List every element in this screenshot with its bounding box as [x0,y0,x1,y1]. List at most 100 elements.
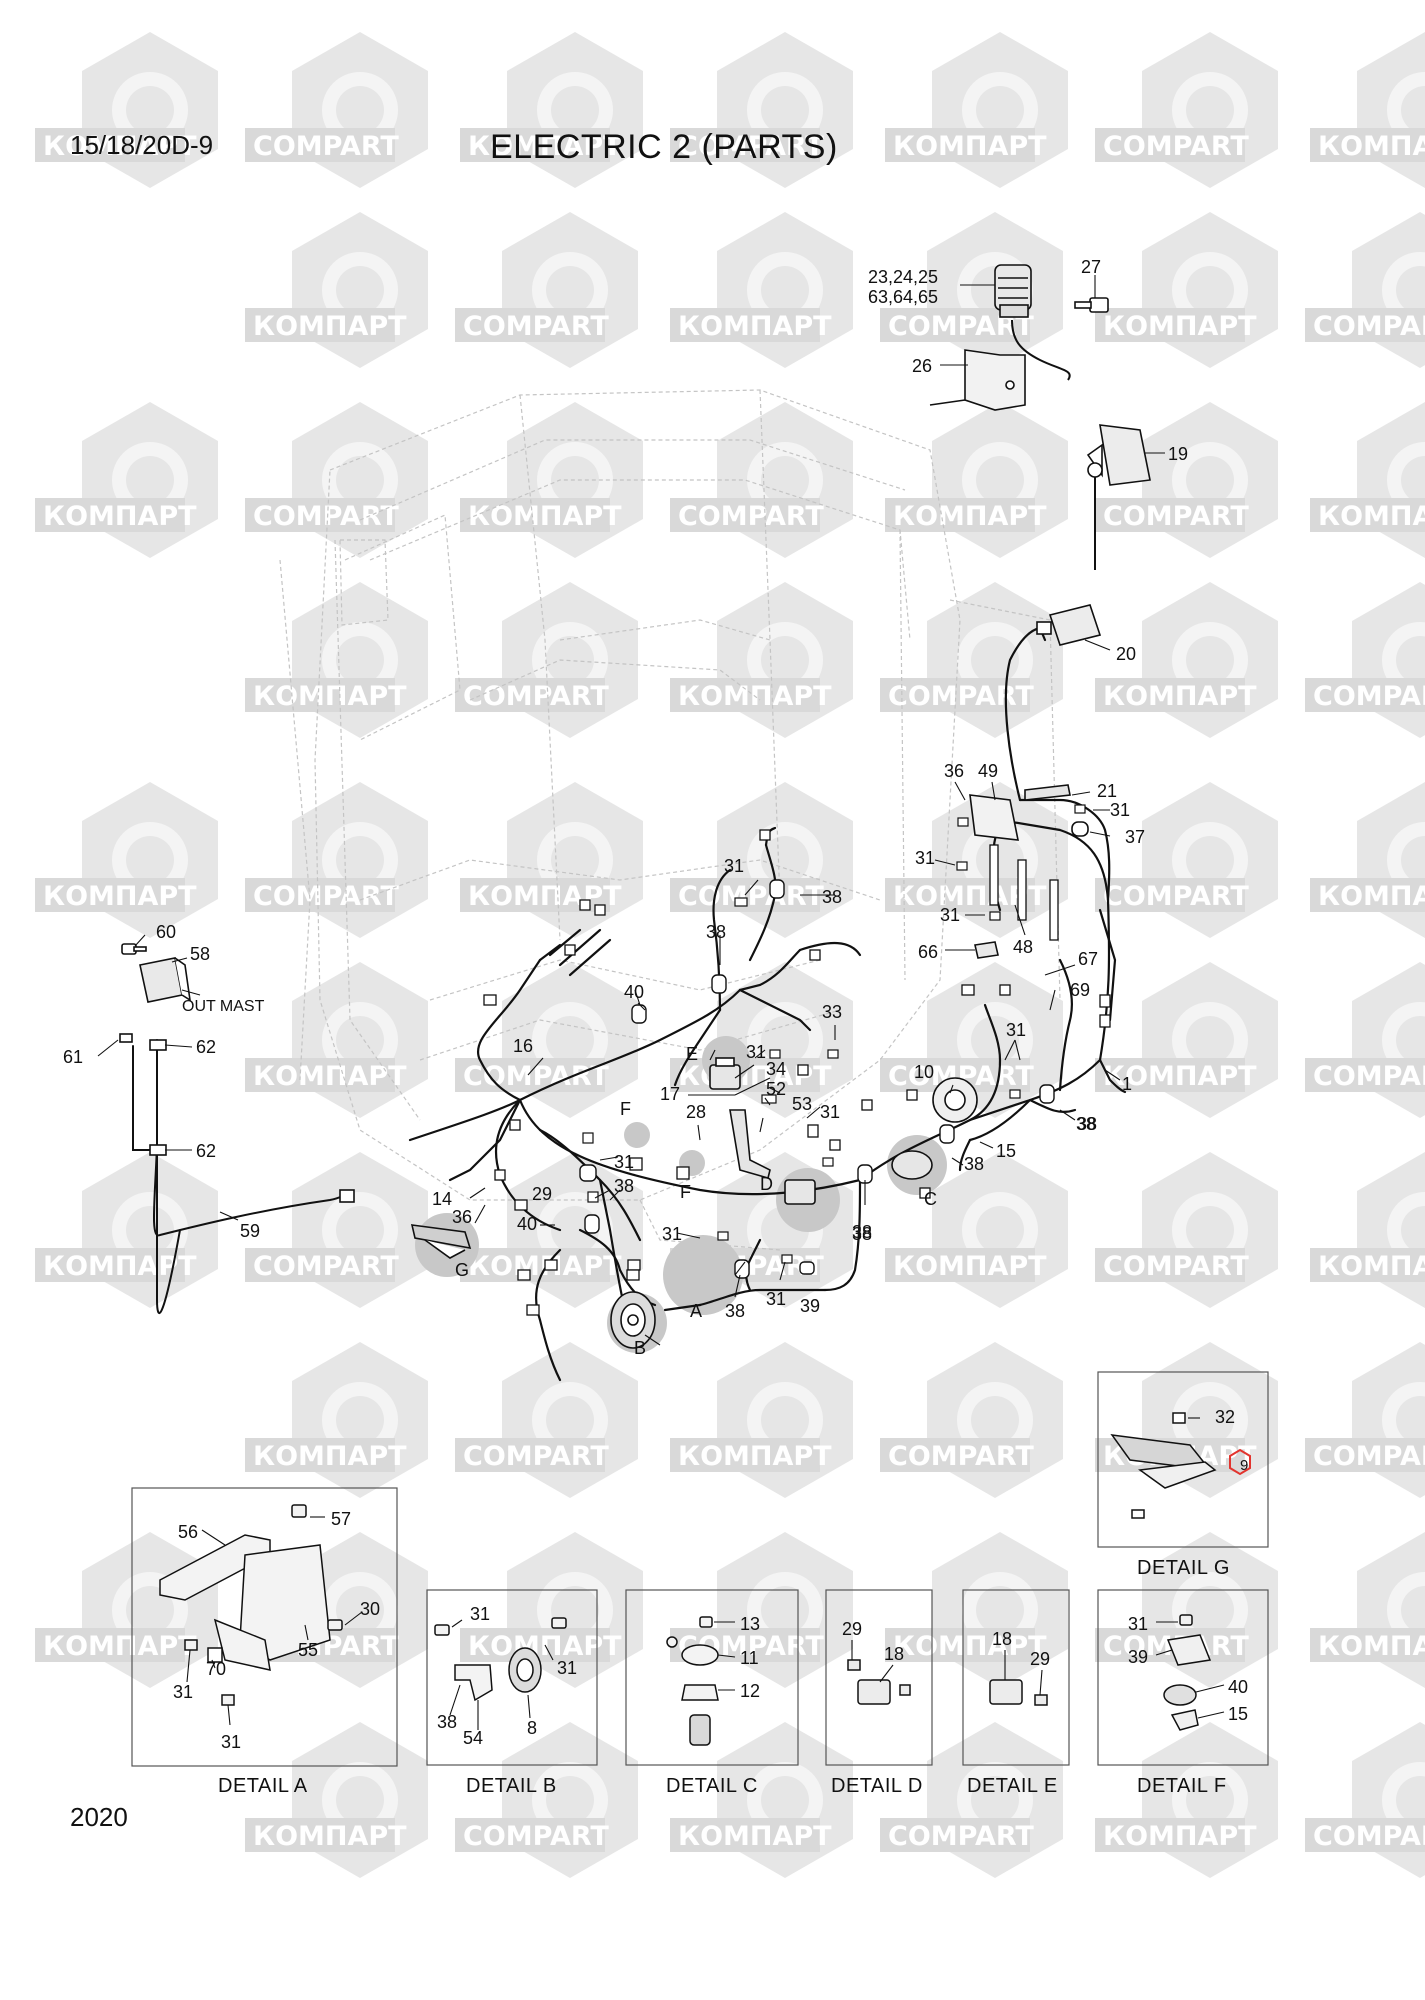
watermark-text: COMPART [678,501,824,532]
bracket-49 [969,784,1071,841]
callout: 31 [766,1289,786,1309]
watermark-text: COMPART [1313,311,1425,342]
callout: 8 [527,1718,537,1738]
watermark-text: КОМПАРТ [893,131,1047,162]
callout: 70 [206,1659,226,1679]
watermark-text: КОМПАРТ [1318,1251,1425,1282]
watermark-text: COMPART [1313,1061,1425,1092]
watermark-text: COMPART [463,681,609,712]
watermark-text: COMPART [1313,1441,1425,1472]
watermark-text: КОМПАРТ [43,1631,197,1662]
callout: 31 [940,905,960,925]
callout: 29 [842,1619,862,1639]
callout: 56 [178,1522,198,1542]
callout: 62 [196,1141,216,1161]
detail-d-title: DETAIL D [831,1775,923,1797]
beacon-bolt [1074,297,1109,313]
detail-g: 32 9 DETAIL G [1097,1371,1269,1579]
bolt-60 [121,943,147,955]
watermark-banner [1095,1248,1245,1282]
watermark-text: COMPART [678,881,824,912]
watermark-text: КОМПАРТ [1103,1061,1257,1092]
watermark-banner [1305,308,1425,342]
watermark-banner [885,878,1035,912]
callout: 28 [686,1102,706,1122]
detail-a-title: DETAIL A [218,1775,308,1797]
callout: 16 [513,1036,533,1056]
wire-harness [408,626,1127,1382]
clamp-62-lower [149,1144,167,1156]
watermark-banner [1095,128,1245,162]
callout: 38 [1076,1114,1096,1134]
callout: G [455,1260,469,1280]
watermark-text: КОМПАРТ [1318,501,1425,532]
watermark-banner [1095,498,1245,532]
watermark-text: COMPART [1103,501,1249,532]
watermark-banner [1310,1248,1425,1282]
callout: 48 [1013,937,1033,957]
work-lamp [1086,424,1151,486]
callout: 38 [614,1176,634,1196]
watermark-banner [245,1438,395,1472]
watermark-banner [1305,1058,1425,1092]
callout: 62 [196,1037,216,1057]
callout: F [620,1099,631,1119]
watermark-banner [670,1438,820,1472]
watermark-text: КОМПАРТ [1318,1631,1425,1662]
watermark-banner [460,1248,610,1282]
watermark-banner [1305,1438,1425,1472]
callout: 31 [557,1658,577,1678]
callout: 15 [1228,1704,1248,1724]
watermark-text: КОМПАРТ [1318,881,1425,912]
watermark-banner [1305,1818,1425,1852]
callout: 40 [624,982,644,1002]
watermark-text: КОМПАРТ [893,501,1047,532]
watermark-banner [1095,878,1245,912]
watermark-text: COMPART [888,1441,1034,1472]
watermark-banner [670,128,820,162]
callout: 31 [1128,1614,1148,1634]
watermark-banner [460,128,610,162]
callout: D [760,1174,773,1194]
callout: 38 [437,1712,457,1732]
callout: 13 [740,1614,760,1634]
watermark-text: КОМПАРТ [468,501,622,532]
callout: 12 [740,1681,760,1701]
clip-37 [1071,821,1089,837]
watermark-text: COMPART [253,881,399,912]
watermark-banner [1310,1628,1425,1662]
callout: 19 [1168,444,1188,464]
callout: 1 [1122,1074,1132,1094]
callout: 33 [822,1002,842,1022]
callout: 31 [173,1682,193,1702]
watermark-banner [35,878,185,912]
watermark-text: КОМПАРТ [678,1821,832,1852]
watermark-banner [455,1818,605,1852]
detail-c-title: DETAIL C [666,1775,758,1797]
page-number: 2020 [70,1802,128,1832]
callout: 23,24,25 [868,267,938,287]
callout: E [686,1044,698,1064]
watermark-banner [1095,1818,1245,1852]
horn [610,1291,656,1349]
callout: A [690,1301,702,1321]
callout: 52 [766,1079,786,1099]
watermark-banner [245,308,395,342]
callout: 31 [915,848,935,868]
watermark-banner [1310,498,1425,532]
watermark-banner [885,128,1035,162]
detail-e: 18 29 DETAIL E [962,1589,1070,1797]
junction-box [139,957,192,1003]
watermark-text: COMPART [463,1821,609,1852]
callout: 39 [800,1296,820,1316]
watermark-banner [35,498,185,532]
callout: 58 [190,944,210,964]
watermark-text: КОМПАРТ [253,1821,407,1852]
out-mast-harness [132,1039,351,1314]
watermark-text: КОМПАРТ [678,1441,832,1472]
watermark-banner [245,878,395,912]
relay-d [784,1179,816,1205]
callout: 49 [978,761,998,781]
detail-c-frame [625,1589,799,1766]
